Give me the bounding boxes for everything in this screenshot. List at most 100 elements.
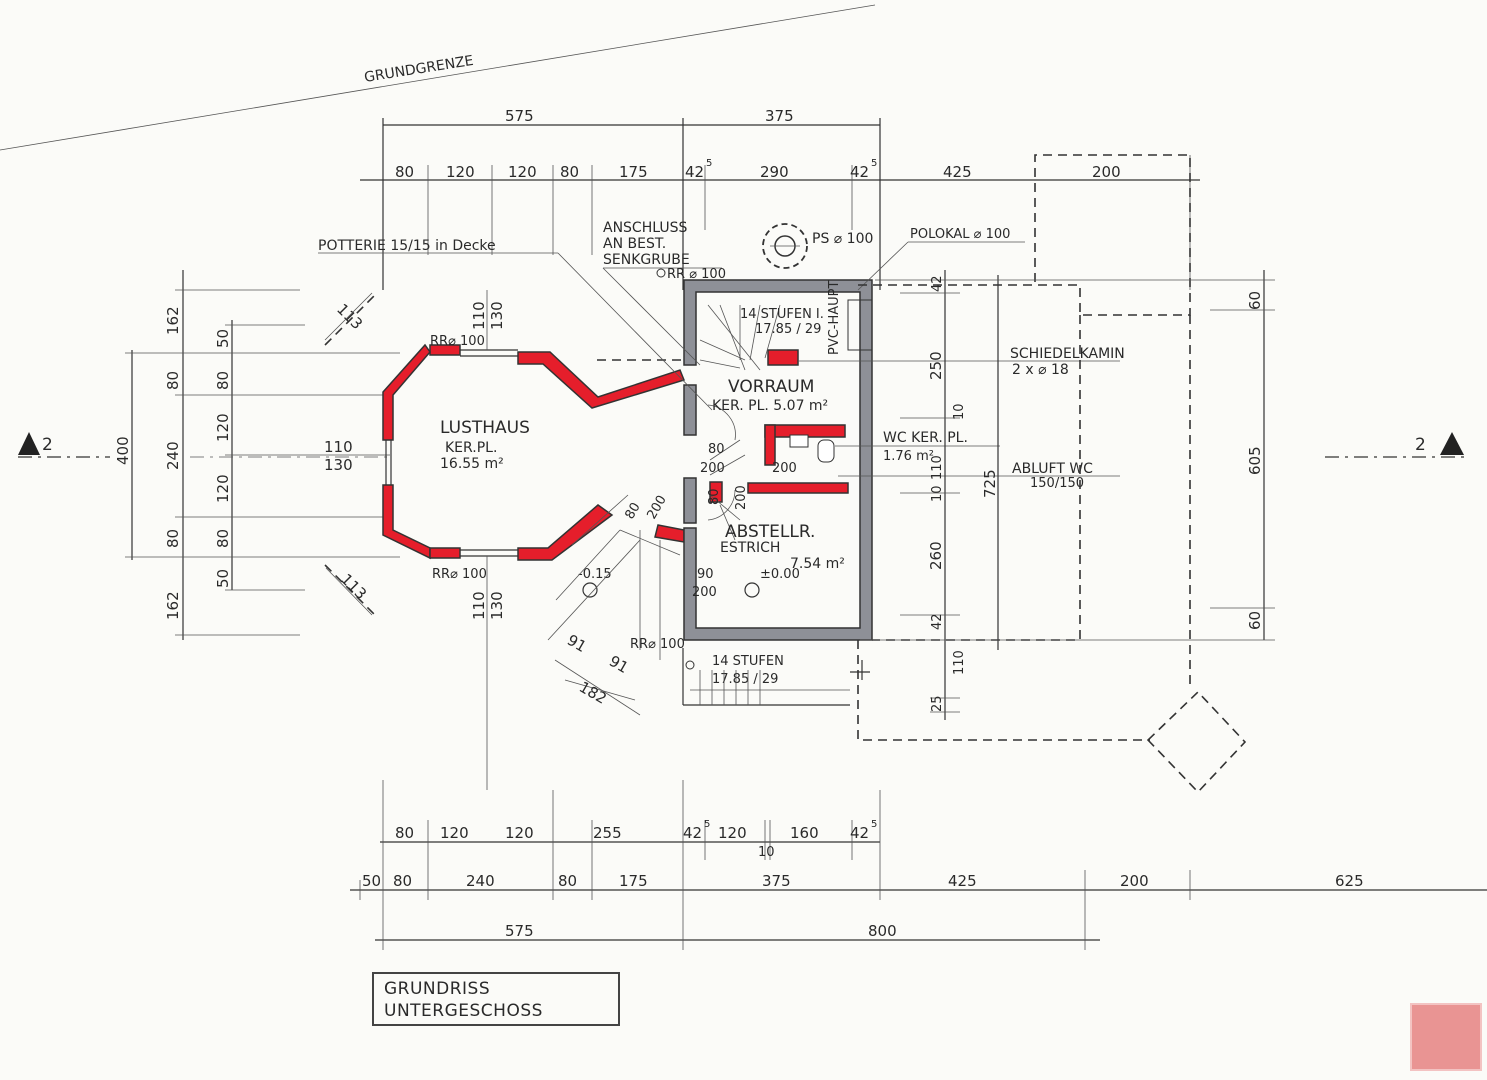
abluft-label-2: 150/150 [1030, 476, 1084, 491]
lusthaus-floor: KER.PL. [445, 440, 497, 456]
stufen-top-2: 17.85 / 29 [755, 322, 821, 337]
dim-lusthaus-bottom-110: 110 [470, 591, 488, 620]
dim-right-42b: 42 [930, 613, 945, 630]
stufen-bottom-2: 17.85 / 29 [712, 672, 778, 687]
dim-left-80-bottom: 80 [164, 529, 182, 548]
dim-top-42b-sup: 5 [871, 158, 877, 169]
dim-left-162-top: 162 [164, 306, 182, 335]
dim-right-10a: 10 [952, 403, 967, 420]
dim-right-725: 725 [981, 469, 999, 498]
dim-right-110a: 110 [930, 455, 945, 480]
dim-b1-42a: 42 [683, 824, 702, 842]
wc-label: WC KER. PL. [883, 430, 968, 446]
dim-b1-42a-sup: 5 [704, 819, 710, 830]
dim-top-42a-sup: 5 [706, 158, 712, 169]
dim-top-175: 175 [619, 163, 648, 181]
door-dim-200c: 200 [734, 485, 749, 510]
dim-top-200: 200 [1092, 163, 1121, 181]
dim-right-110b: 110 [952, 650, 967, 675]
door-dim-80-ext: 80 [622, 500, 643, 522]
dim-left-50-bottom: 50 [214, 569, 232, 588]
title-line-1: GRUNDRISS [384, 979, 491, 999]
dim-diag-113-top: 113 [333, 300, 366, 333]
dim-right-260: 260 [927, 541, 945, 570]
rr-lusthaus-bottom: RR⌀ 100 [432, 567, 487, 582]
lusthaus-walls [324, 294, 685, 616]
vorraum-floor: KER. PL. 5.07 m² [712, 398, 828, 414]
dim-lusthaus-110: 110 [324, 438, 353, 456]
dim-b2-625: 625 [1335, 872, 1364, 890]
dim-diag-113-bottom: 113 [337, 570, 370, 603]
dim-lusthaus-130: 130 [324, 456, 353, 474]
door-dim-200-ext: 200 [644, 493, 669, 522]
door-dim-80b: 80 [707, 488, 722, 505]
polokal-label: POLOKAL ⌀ 100 [910, 227, 1010, 242]
dim-b2-425: 425 [948, 872, 977, 890]
dim-b2-80b: 80 [558, 872, 577, 890]
door-dim-200b: 200 [772, 461, 797, 476]
dim-top-575: 575 [505, 107, 534, 125]
door-dim-200a: 200 [700, 461, 725, 476]
abstellr-floor: ESTRICH [720, 540, 780, 556]
dim-right-42a: 42 [930, 275, 945, 292]
pvc-label: PVC-HAUPT [827, 280, 842, 355]
top-dimensions: 575 375 80 120 120 80 175 42 5 290 42 5 … [360, 107, 1200, 290]
door-dim-200d: 200 [692, 585, 717, 600]
section-right-number: 2 [1415, 435, 1426, 455]
schiedelkamin-label-1: SCHIEDELKAMIN [1010, 346, 1125, 362]
lusthaus-area: 16.55 m² [440, 456, 504, 472]
lusthaus-name: LUSTHAUS [440, 418, 530, 438]
dim-top-120b: 120 [508, 163, 537, 181]
annotations: POTTERIE 15/15 in Decke ANSCHLUSS AN BES… [318, 220, 1125, 687]
drawing-title: GRUNDRISS UNTERGESCHOSS [372, 972, 620, 1026]
dim-b1-42b: 42 [850, 824, 869, 842]
dim-left-80-top: 80 [164, 371, 182, 390]
dim-b2-175: 175 [619, 872, 648, 890]
dim-left-80-inner-bottom: 80 [214, 529, 232, 548]
exterior-stairs [547, 494, 870, 716]
dim-b1-10: 10 [758, 845, 775, 860]
section-marker-right: 2 [1325, 432, 1465, 458]
anschluss-label-2: AN BEST. [603, 236, 666, 252]
dim-right-10b: 10 [930, 485, 945, 502]
dim-lusthaus-bottom-130: 130 [488, 591, 506, 620]
dim-top-375: 375 [765, 107, 794, 125]
dim-top-42b: 42 [850, 163, 869, 181]
dim-top-80a: 80 [395, 163, 414, 181]
dim-left-162-bottom: 162 [164, 591, 182, 620]
dim-b3-575: 575 [505, 922, 534, 940]
stufen-bottom-1: 14 STUFEN [712, 654, 784, 669]
dim-b2-375: 375 [762, 872, 791, 890]
dim-right-25: 25 [930, 695, 945, 712]
dim-top-80b: 80 [560, 163, 579, 181]
dim-b2-80a: 80 [393, 872, 412, 890]
dim-right-60-top: 60 [1246, 291, 1264, 310]
planned-extension [857, 154, 1247, 794]
level-minus: -0.15 [578, 567, 612, 582]
anschluss-label-3: SENKGRUBE [603, 252, 690, 268]
dim-b1-120a: 120 [440, 824, 469, 842]
door-dim-90: 90 [697, 567, 714, 582]
title-line-2: UNTERGESCHOSS [384, 1001, 543, 1021]
section-left-number: 2 [42, 435, 53, 455]
dim-b1-42b-sup: 5 [871, 819, 877, 830]
dim-lusthaus-top-110: 110 [470, 301, 488, 330]
abstellr-area: 7.54 m² [790, 556, 845, 572]
dim-b1-120c: 120 [718, 824, 747, 842]
dim-lusthaus-top-130: 130 [488, 301, 506, 330]
stair-dim-91a: 91 [564, 631, 590, 656]
wc-area: 1.76 m² [883, 449, 934, 464]
stair-dim-91b: 91 [606, 652, 632, 677]
bottom-dimensions: 80 120 120 255 42 5 120 160 42 5 10 50 8… [350, 780, 1487, 950]
dim-b3-800: 800 [868, 922, 897, 940]
left-dimensions: 162 400 162 80 240 80 50 80 120 120 80 5… [114, 270, 400, 640]
dim-b1-255: 255 [593, 824, 622, 842]
dim-left-80-inner-top: 80 [214, 371, 232, 390]
section-marker-left: 2 [18, 432, 110, 458]
dim-b2-240: 240 [466, 872, 495, 890]
dim-right-250: 250 [927, 351, 945, 380]
rr-logo [1410, 1003, 1482, 1071]
dim-b1-80: 80 [395, 824, 414, 842]
dim-left-240: 240 [164, 441, 182, 470]
